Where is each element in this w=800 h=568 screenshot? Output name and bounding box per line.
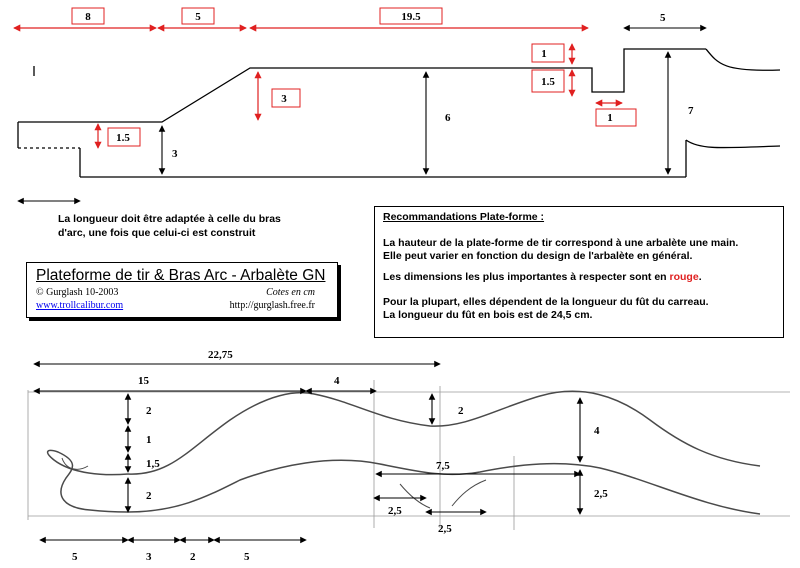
- reco-line-3: Les dimensions les plus importantes à re…: [383, 271, 702, 284]
- dim-22-75: 22,75: [208, 349, 233, 361]
- dim-15: 15: [138, 375, 150, 387]
- platform-profile: [17, 48, 781, 178]
- dim-2-5-a: 2,5: [388, 505, 402, 517]
- dim-4-top: 4: [334, 375, 340, 387]
- bow-arm-guides: [27, 380, 790, 530]
- reco-line-3-end: .: [698, 271, 702, 283]
- reco-line-5: La longueur du fût en bois est de 24,5 c…: [383, 309, 593, 321]
- dim-2-5-b: 2,5: [438, 523, 452, 535]
- page-title: Plateforme de tir & Bras Arc - Arbalète …: [36, 267, 326, 284]
- dim-2-a: 2: [146, 405, 152, 417]
- black-dimension-lines: [17, 24, 707, 205]
- red-dimension-labels: 8 5 19.5 1 1.5 1 1.5 3: [71, 7, 637, 147]
- reco-line-4: Pour la plupart, elles dépendent de la l…: [383, 296, 709, 308]
- dim-1-5-top: 1.5: [541, 76, 555, 88]
- dim-2-b: 2: [146, 490, 152, 502]
- reco-red-word: rouge: [669, 271, 699, 283]
- dim-5-bl: 5: [72, 551, 78, 563]
- dim-2-d: 2: [190, 551, 196, 563]
- length-note-line-2: d'arc, une fois que celui-ci est constru…: [58, 227, 256, 239]
- dim-5-right: 5: [660, 12, 666, 24]
- red-dimension-lines: [13, 24, 623, 149]
- reco-line-3-text: Les dimensions les plus importantes à re…: [383, 271, 670, 283]
- dim-1-5-left: 1.5: [116, 132, 130, 144]
- dim-3-slope: 3: [281, 93, 287, 105]
- dim-1-top: 1: [541, 48, 547, 60]
- black-dimension-labels: 5 6 7 3: [172, 12, 694, 160]
- reco-line-1: La hauteur de la plate-forme de tir corr…: [383, 237, 739, 249]
- recommendations-title: Recommandations Plate-forme :: [383, 211, 545, 223]
- bow-arm-dim-labels: 22,75 15 4 2 1 1,5 2 2 7,5 4 2,5 2,5 2,5…: [72, 349, 608, 563]
- bow-arm-profile: [46, 390, 761, 515]
- dim-8: 8: [85, 11, 91, 23]
- dim-2-5-right: 2,5: [594, 488, 608, 500]
- dim-2-c: 2: [458, 405, 464, 417]
- dim-6: 6: [445, 112, 451, 124]
- dim-1: 1: [146, 434, 152, 446]
- dim-7-5: 7,5: [436, 460, 450, 472]
- dim-7: 7: [688, 105, 694, 117]
- dim-1-5: 1,5: [146, 458, 160, 470]
- dim-3-left: 3: [172, 148, 178, 160]
- length-note: La longueur doit être adaptée à celle du…: [58, 212, 308, 240]
- bow-arm-dim-lines: [33, 360, 584, 544]
- dim-1-step: 1: [607, 112, 613, 124]
- title-box: Plateforme de tir & Bras Arc - Arbalète …: [26, 262, 338, 318]
- trollcalibur-link[interactable]: www.trollcalibur.com: [36, 300, 124, 311]
- copyright: © Gurglash 10-2003: [36, 287, 119, 298]
- units-note: Cotes en cm: [266, 287, 315, 298]
- reco-line-2: Elle peut varier en fonction du design d…: [383, 250, 693, 262]
- dim-5: 5: [195, 11, 201, 23]
- dim-4-right: 4: [594, 425, 600, 437]
- dim-3-b: 3: [146, 551, 152, 563]
- length-note-line-1: La longueur doit être adaptée à celle du…: [58, 213, 281, 225]
- author-url: http://gurglash.free.fr: [229, 300, 315, 311]
- dim-5-br: 5: [244, 551, 250, 563]
- dim-19-5: 19.5: [401, 11, 421, 23]
- recommendations-box: Recommandations Plate-forme : La hauteur…: [374, 206, 784, 338]
